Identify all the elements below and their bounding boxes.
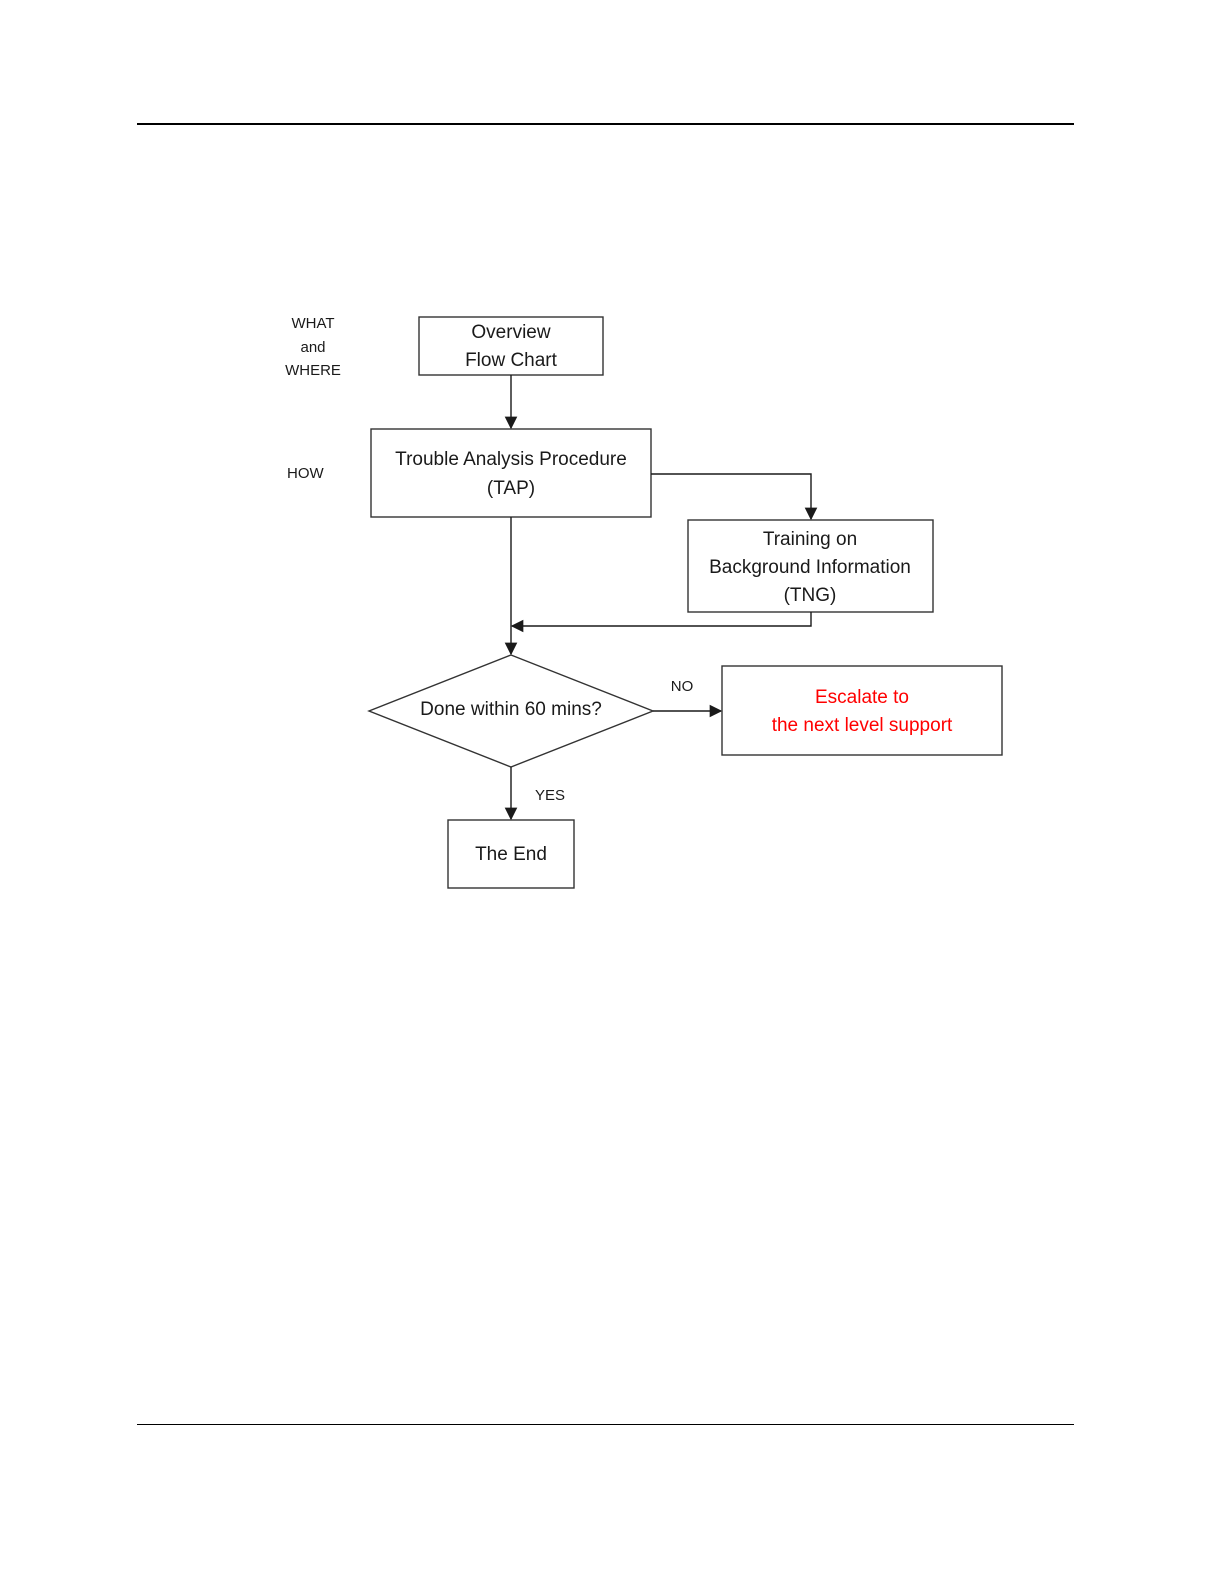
and-label: and [300,339,325,356]
where-label: WHERE [285,362,341,379]
tap-label-line2: (TAP) [487,478,535,499]
escalate-label-line1: Escalate to [815,687,909,708]
arrow-tng-return [512,612,811,626]
how-label: HOW [287,465,325,482]
tap-box [371,429,651,517]
what-label: WHAT [291,315,334,332]
overview-label-line1: Overview [471,322,550,343]
tng-label-line3: (TNG) [784,585,837,606]
no-label: NO [671,678,694,695]
end-label: The End [475,844,547,865]
tap-label-line1: Trouble Analysis Procedure [395,449,627,470]
arrow-tap-to-tng [651,474,811,519]
escalate-box [722,666,1002,755]
yes-label: YES [535,787,565,804]
escalate-label-line2: the next level support [772,715,953,736]
tng-label-line1: Training on [763,529,857,550]
overview-label-line2: Flow Chart [465,350,558,371]
decision-label: Done within 60 mins? [420,699,602,720]
tng-label-line2: Background Information [709,557,911,578]
